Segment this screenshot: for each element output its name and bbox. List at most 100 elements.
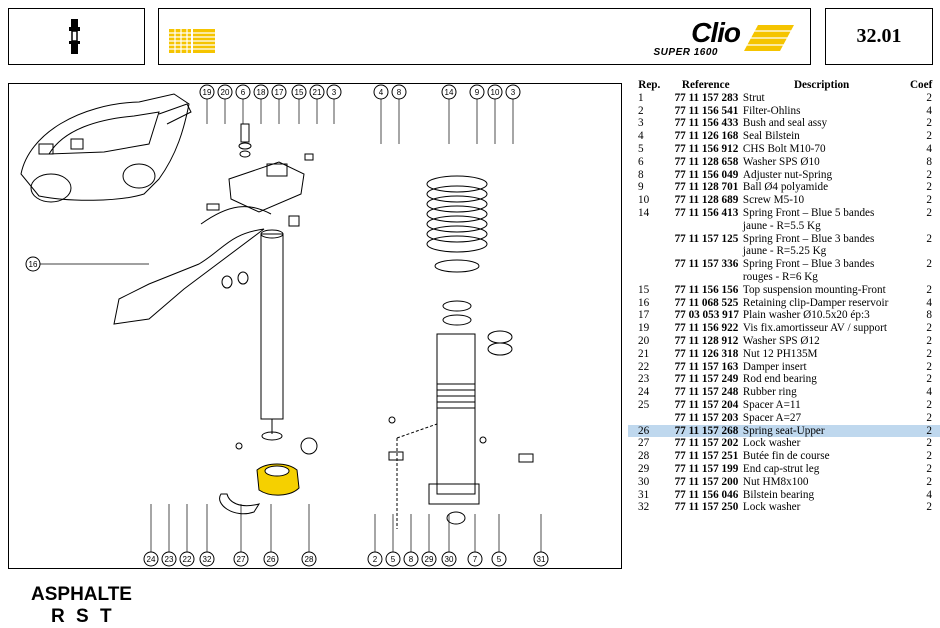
super1600-logo-text: SUPER 1600 (653, 47, 718, 58)
callout-circle (385, 551, 401, 567)
page-code-box: 32.01 (825, 8, 933, 65)
cell-desc: Retaining clip-Damper reservoir (742, 296, 889, 309)
callout-label: 17 (275, 88, 284, 97)
cell-ref: 77 11 157 249 (674, 373, 739, 386)
callout-label: 20 (221, 88, 230, 97)
cell-ref: 77 11 068 525 (674, 296, 739, 309)
cell-desc: Washer SPS Ø12 (742, 334, 820, 347)
cell-rep: 28 (638, 450, 650, 463)
callout-circle (253, 84, 269, 100)
cell-coef: 8 (926, 155, 932, 168)
callout-circle (263, 551, 279, 567)
cell-ref: 77 11 157 203 (674, 411, 739, 424)
cell-rep: 29 (638, 462, 650, 475)
cell-rep: 10 (638, 194, 650, 207)
cell-rep: 4 (638, 130, 644, 143)
cell-rep (628, 412, 671, 425)
header-description: Description (793, 79, 850, 91)
cell-rep: 1 (638, 91, 644, 104)
left-strut (113, 203, 318, 515)
callout-circle (199, 84, 215, 100)
cell-desc: Vis fix.amortisseur AV / support (742, 322, 887, 335)
cell-ref: 77 11 157 199 (674, 462, 739, 475)
cell-coef: 4 (926, 386, 932, 399)
cell-rep: 17 (638, 309, 650, 322)
cell-desc: Screw M5-10 (742, 194, 805, 207)
cell-rep: 16 (638, 296, 650, 309)
cell-desc: End cap-strut leg (742, 462, 820, 475)
callout-label: 29 (425, 555, 434, 564)
cell-rep: 8 (638, 168, 644, 181)
cell-rep: 20 (638, 334, 650, 347)
cell-ref: 77 11 128 658 (674, 155, 739, 168)
yellow-stripes-icon (744, 25, 794, 51)
cell-desc: Nut 12 PH135M (742, 347, 818, 360)
caption-asphalte: ASPHALTE (31, 584, 132, 605)
cell-desc: Lock washer (742, 501, 801, 514)
cell-desc: Bush and seal assy (742, 117, 828, 130)
cell-desc: Filter-Ohlins (742, 104, 801, 117)
cell-desc: Washer SPS Ø10 (742, 155, 820, 168)
cell-desc: Adjuster nut-Spring (742, 168, 833, 181)
callout-label: 3 (332, 88, 337, 97)
cell-rep: 9 (638, 181, 644, 194)
callout-label: 10 (491, 88, 500, 97)
callout-circle (441, 84, 457, 100)
cell-ref: 77 11 157 202 (674, 437, 739, 450)
cell-rep: 27 (638, 437, 650, 450)
callout-circle (199, 551, 215, 567)
cell-coef: 2 (926, 258, 932, 271)
cell-desc: Spring Front – Blue 3 bandes rouges - R=… (742, 258, 875, 283)
callout-circle (367, 551, 383, 567)
cell-ref: 77 11 156 912 (674, 142, 739, 155)
cell-ref: 77 11 157 268 (670, 424, 741, 438)
clio-logo-text: Clio (691, 17, 741, 48)
cell-desc: Ball Ø4 polyamide (742, 181, 829, 194)
cell-coef: 2 (902, 424, 940, 438)
callout-label: 3 (511, 88, 516, 97)
callout-circle (403, 551, 419, 567)
cell-ref: 77 11 156 922 (674, 322, 739, 335)
car-sketch (20, 93, 192, 203)
header-reference: Reference (681, 79, 730, 91)
callout-label: 19 (203, 88, 212, 97)
cell-ref: 77 11 157 251 (674, 450, 739, 463)
callout-circle (233, 551, 249, 567)
callout-label: 9 (475, 88, 480, 97)
cell-rep (628, 258, 671, 284)
cell-desc: Bilstein bearing (742, 488, 815, 501)
cell-desc: Spacer A=27 (742, 411, 802, 424)
cell-rep: 5 (638, 142, 644, 155)
